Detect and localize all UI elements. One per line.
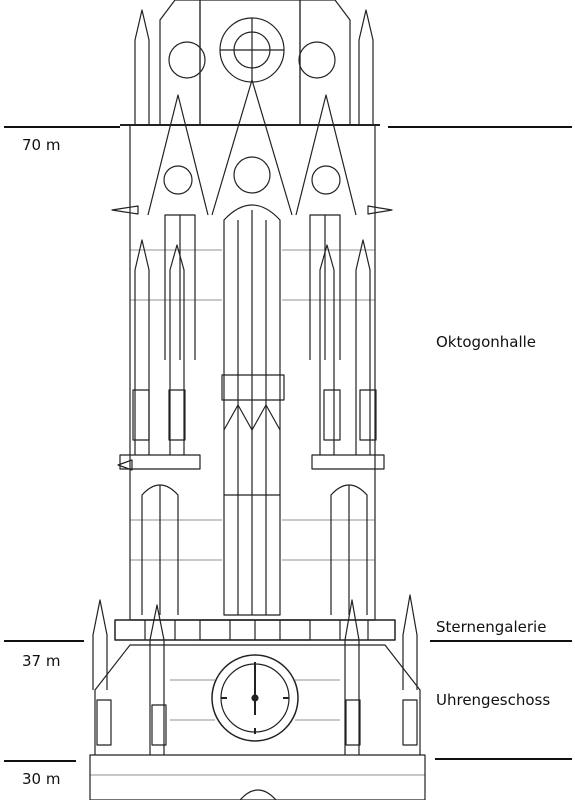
level-line-right-30 — [435, 758, 572, 760]
section-label-sternengalerie: Sternengalerie — [436, 618, 547, 636]
level-label-37m: 37 m — [22, 652, 61, 670]
star-gallery-balustrade — [114, 619, 396, 641]
spire-crown — [120, 0, 380, 126]
octagon-hall-body — [111, 79, 393, 621]
level-label-30m: 30 m — [22, 770, 61, 788]
level-line-left-37 — [4, 640, 84, 642]
level-line-left-30 — [4, 760, 76, 762]
tower-base — [89, 754, 426, 800]
section-label-uhrengeschoss: Uhrengeschoss — [436, 691, 551, 709]
clock-storey — [92, 594, 421, 755]
level-line-left-70 — [4, 126, 120, 128]
level-line-right-37 — [430, 640, 572, 642]
section-label-oktogonhalle: Oktogonhalle — [436, 333, 537, 351]
level-label-70m: 70 m — [22, 136, 61, 154]
level-line-right-70 — [388, 126, 572, 128]
